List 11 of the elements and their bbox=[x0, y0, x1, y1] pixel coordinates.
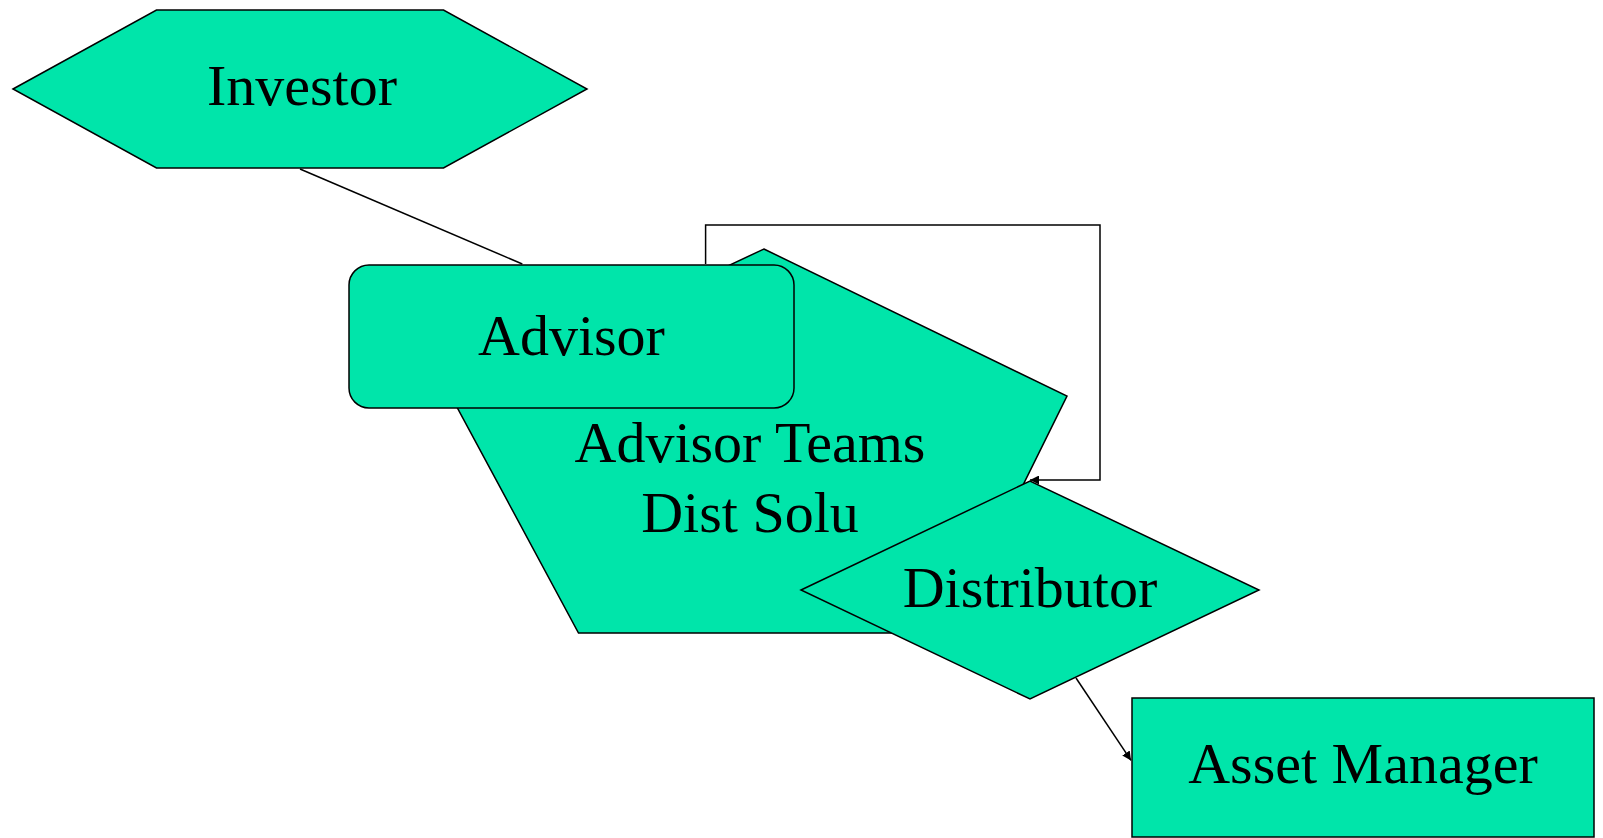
node-label: Asset Manager bbox=[1187, 730, 1539, 798]
rounded-box-node bbox=[348, 264, 795, 409]
node-label: Advisor bbox=[477, 302, 666, 370]
node-label: Distributor bbox=[901, 554, 1159, 622]
arrow bbox=[704, 224, 1101, 485]
connector-line bbox=[299, 168, 524, 265]
node-label: Advisor Teams Dist Solu bbox=[573, 409, 927, 547]
hexagon-node bbox=[12, 9, 588, 169]
node-label: Investor bbox=[205, 52, 399, 120]
process-box bbox=[1131, 697, 1595, 838]
arrow bbox=[1075, 677, 1132, 762]
